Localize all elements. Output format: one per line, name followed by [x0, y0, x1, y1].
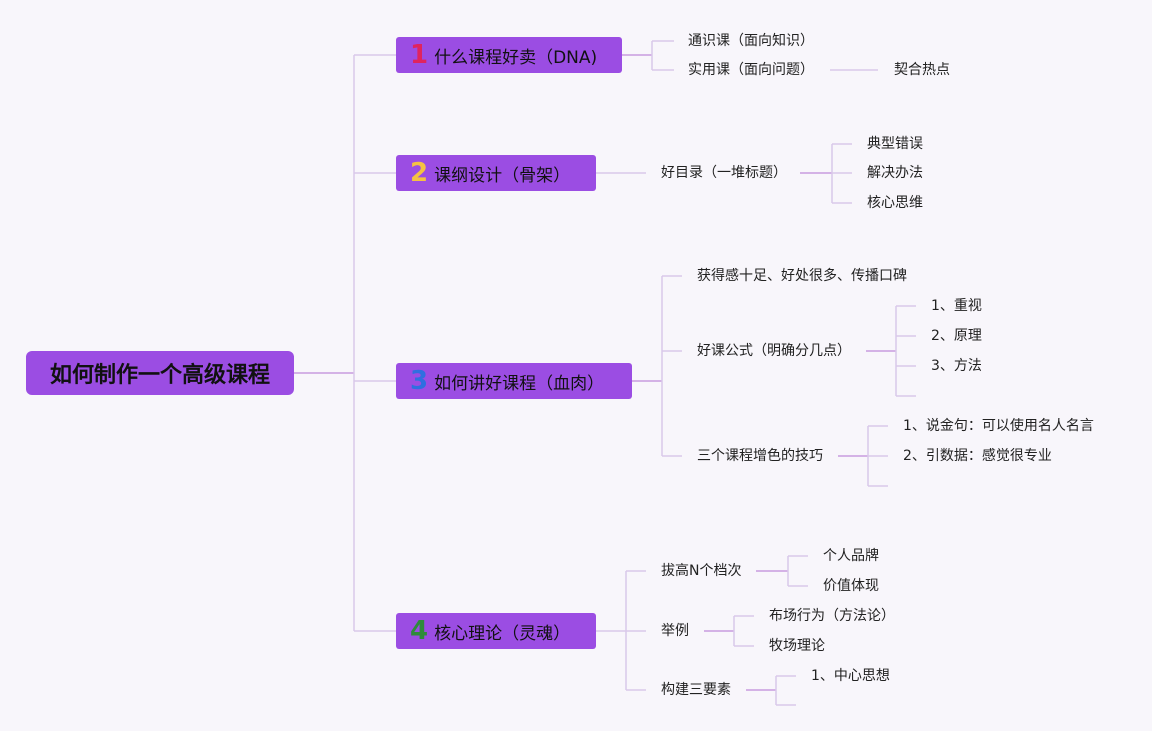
topic-node[interactable]: 好目录（一堆标题） — [661, 165, 787, 181]
branch-label: 什么课程好卖（DNA) — [434, 47, 598, 68]
topic-node[interactable]: 1、中心思想 — [811, 668, 890, 684]
topic-node[interactable]: 2、引数据：感觉很专业 — [903, 448, 1052, 464]
number-3-icon: 3 — [410, 366, 429, 396]
topic-node[interactable]: 价值体现 — [823, 578, 879, 594]
topic-node[interactable]: 好课公式（明确分几点） — [697, 343, 851, 359]
topic-node[interactable]: 获得感十足、好处很多、传播口碑 — [697, 268, 907, 284]
topic-node[interactable]: 拔高N个档次 — [661, 563, 742, 579]
topic-node[interactable]: 布场行为（方法论） — [769, 608, 895, 624]
topic-node[interactable]: 实用课（面向问题） — [688, 62, 814, 78]
topic-node[interactable]: 契合热点 — [894, 62, 950, 78]
branch-node-2[interactable]: 2 课纲设计（骨架） — [396, 155, 596, 191]
topic-node[interactable]: 典型错误 — [867, 136, 923, 152]
number-2-icon: 2 — [410, 158, 429, 188]
topic-node[interactable]: 1、说金句：可以使用名人名言 — [903, 418, 1094, 434]
branch-node-1[interactable]: 1 什么课程好卖（DNA) — [396, 37, 622, 73]
topic-node[interactable]: 2、原理 — [931, 328, 982, 344]
branch-label: 课纲设计（骨架） — [434, 165, 571, 186]
number-1-icon: 1 — [410, 40, 429, 70]
root-node[interactable]: 如何制作一个高级课程 — [26, 351, 294, 395]
topic-node[interactable]: 1、重视 — [931, 298, 982, 314]
topic-node[interactable]: 个人品牌 — [823, 548, 879, 564]
topic-node[interactable]: 核心思维 — [867, 195, 923, 211]
topic-node[interactable]: 牧场理论 — [769, 638, 825, 654]
branch-node-3[interactable]: 3 如何讲好课程（血肉） — [396, 363, 632, 399]
topic-node[interactable]: 解决办法 — [867, 165, 923, 181]
topic-node[interactable]: 3、方法 — [931, 358, 982, 374]
number-4-icon: 4 — [410, 616, 429, 646]
branch-label: 核心理论（灵魂） — [434, 623, 571, 644]
topic-node[interactable]: 举例 — [661, 623, 689, 639]
topic-node[interactable]: 三个课程增色的技巧 — [697, 448, 823, 464]
branch-node-4[interactable]: 4 核心理论（灵魂） — [396, 613, 596, 649]
topic-node[interactable]: 构建三要素 — [661, 682, 731, 698]
topic-node[interactable]: 通识课（面向知识） — [688, 33, 814, 49]
root-title: 如何制作一个高级课程 — [49, 363, 270, 388]
branch-label: 如何讲好课程（血肉） — [434, 373, 605, 394]
